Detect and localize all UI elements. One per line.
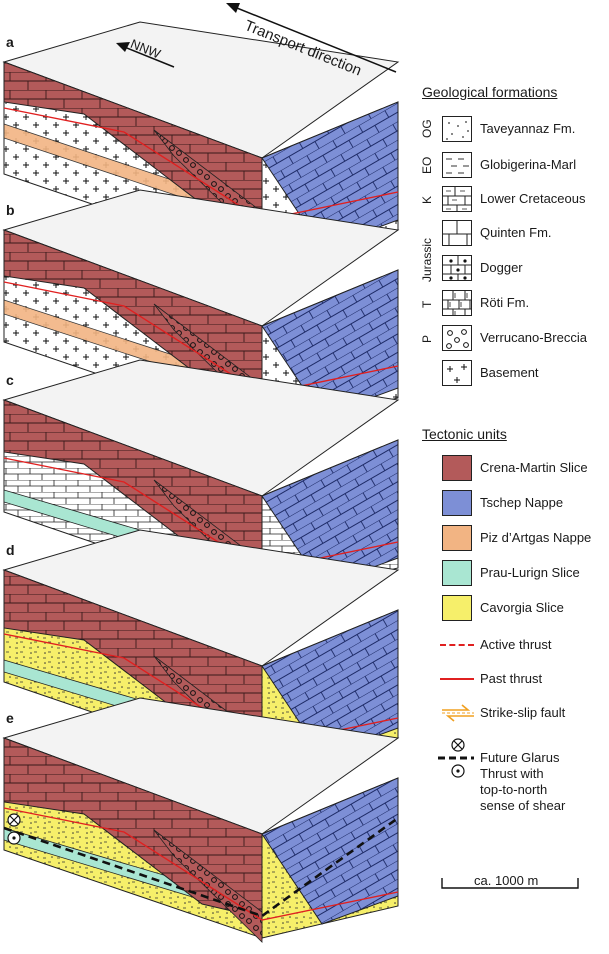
unit-label: Prau-Lurign Slice — [480, 565, 580, 580]
line-row-glarus: Future Glarus Thrust with top-to-north s… — [422, 736, 602, 816]
transport-direction-arrow — [116, 3, 397, 73]
formation-label: Röti Fm. — [480, 295, 530, 310]
unit-label: Piz d’Artgas Nappe — [480, 530, 592, 545]
formation-label: Quinten Fm. — [480, 225, 552, 240]
formation-label: Dogger — [480, 260, 523, 275]
glarus-thrust-icon — [438, 738, 474, 778]
age-label-t: T — [420, 300, 434, 308]
panel-letter-b: b — [6, 202, 15, 218]
lower-cretaceous-swatch — [442, 186, 472, 212]
formation-label: Taveyannaz Fm. — [480, 121, 576, 136]
quinten-swatch — [442, 220, 472, 246]
basement-swatch — [442, 360, 472, 386]
age-label-k: K — [420, 195, 434, 204]
globigerina-swatch — [442, 152, 472, 178]
panel-letter-c: c — [6, 372, 14, 388]
tectonic-title: Tectonic units — [422, 426, 507, 442]
glarus-label-line: Thrust with — [480, 766, 544, 781]
panel-letter-e: e — [6, 710, 14, 726]
age-label-eo: EO — [420, 156, 434, 174]
piz-dartgas-swatch — [442, 525, 472, 551]
tschep-swatch — [442, 490, 472, 516]
roti-swatch — [442, 290, 472, 316]
unit-label: Cavorgia Slice — [480, 600, 564, 615]
block-e-glarus-thrust — [3, 816, 399, 918]
scale-bar-label: ca. 1000 m — [474, 873, 539, 888]
glarus-label-line: Future Glarus — [480, 750, 560, 765]
glarus-label-line: sense of shear — [480, 798, 566, 813]
age-label-og: OG — [420, 119, 434, 138]
cavorgia-swatch — [442, 595, 472, 621]
formation-label: Globigerina-Marl — [480, 157, 577, 172]
formation-label: Verrucano-Breccia — [480, 330, 587, 345]
scale-bar — [441, 878, 579, 889]
panel-letter-d: d — [6, 542, 15, 558]
block-e-past-thrust — [3, 807, 399, 921]
block-a-past-thrust — [3, 107, 399, 221]
age-label-p: P — [420, 334, 434, 343]
age-label-jurassic: Jurassic — [420, 237, 434, 282]
unit-label: Crena-Martin Slice — [480, 460, 588, 475]
verrucano-swatch — [442, 325, 472, 351]
solid-red-line-icon — [440, 678, 474, 680]
formation-label: Basement — [480, 365, 539, 380]
dogger-swatch — [442, 255, 472, 281]
formations-title: Geological formations — [422, 84, 558, 100]
glarus-label-line: top-to-north — [480, 782, 548, 797]
line-label: Past thrust — [480, 671, 543, 686]
line-label: Strike-slip fault — [480, 705, 566, 720]
crena-martin-swatch — [442, 455, 472, 481]
block-c-past-thrust — [3, 457, 399, 571]
glarus-label: Future Glarus Thrust with top-to-north s… — [480, 750, 565, 814]
formation-label: Lower Cretaceous — [480, 191, 586, 206]
prau-lurign-swatch — [442, 560, 472, 586]
taveyannaz-swatch — [442, 116, 472, 142]
shear-sense-symbols — [7, 813, 21, 845]
block-b-past-thrust — [3, 281, 399, 395]
unit-label: Tschep Nappe — [480, 495, 564, 510]
panel-letter-a: a — [6, 34, 14, 50]
line-label: Active thrust — [480, 637, 552, 652]
dashed-red-line-icon — [440, 644, 474, 646]
block-e-tschep-nappe — [261, 777, 399, 925]
strike-slip-arrows-icon — [442, 704, 474, 722]
